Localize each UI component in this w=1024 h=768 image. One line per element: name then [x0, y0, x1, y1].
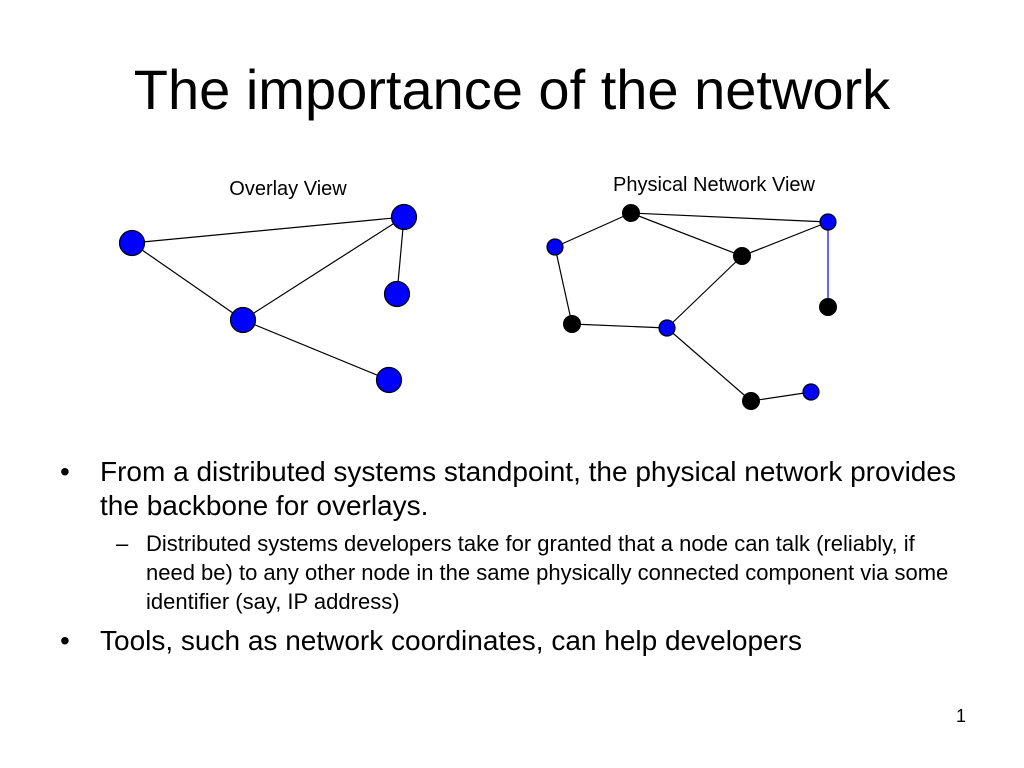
- physical-network-view-diagram: Physical Network View: [546, 174, 837, 410]
- physical-router-node: [742, 392, 760, 410]
- physical-peer-node: [802, 383, 820, 401]
- bullet-marker: •: [60, 456, 70, 487]
- sub-bullet-text: Distributed systems developers take for …: [146, 531, 949, 614]
- physical-edge: [666, 255, 743, 329]
- overlay-node: [383, 280, 411, 308]
- bullet-item: • From a distributed systems standpoint,…: [60, 455, 980, 616]
- physical-edge: [666, 327, 752, 402]
- physical-edge: [750, 391, 812, 402]
- bullet-text: Tools, such as network coordinates, can …: [100, 625, 802, 656]
- overlay-edge: [242, 216, 405, 321]
- network-diagrams: Overlay View Physical Network View: [118, 174, 837, 410]
- sub-bullet-list: – Distributed systems developers take fo…: [100, 529, 980, 616]
- overlay-node: [375, 366, 403, 394]
- physical-router-node: [819, 298, 837, 316]
- physical-peer-node: [819, 213, 837, 231]
- overlay-node: [390, 203, 418, 231]
- physical-edge: [741, 221, 829, 257]
- bullet-list: • From a distributed systems standpoint,…: [60, 455, 980, 664]
- overlay-edge: [242, 319, 390, 381]
- physical-edge: [630, 212, 743, 257]
- physical-router-node: [733, 247, 751, 265]
- slide-title: The importance of the network: [133, 58, 891, 121]
- overlay-edge: [131, 242, 244, 321]
- physical-router-node: [563, 315, 581, 333]
- sub-bullet-marker: –: [116, 531, 129, 556]
- physical-peer-node: [546, 238, 564, 256]
- physical-edge: [554, 246, 573, 325]
- bullet-item: • Tools, such as network coordinates, ca…: [60, 624, 980, 658]
- overlay-edge: [131, 216, 405, 244]
- bullet-marker: •: [60, 625, 70, 656]
- physical-edge: [554, 212, 632, 248]
- overlay-view-caption: Overlay View: [229, 178, 347, 200]
- physical-peer-node: [658, 319, 676, 337]
- bullet-text: From a distributed systems standpoint, t…: [100, 456, 956, 521]
- overlay-node: [118, 229, 146, 257]
- overlay-node: [229, 306, 257, 334]
- physical-network-view-caption: Physical Network View: [613, 174, 815, 196]
- sub-bullet-item: – Distributed systems developers take fo…: [100, 529, 966, 616]
- physical-router-node: [622, 204, 640, 222]
- slide-number: 1: [955, 706, 966, 726]
- physical-edge: [571, 323, 668, 329]
- physical-edge: [630, 212, 829, 223]
- overlay-view-diagram: Overlay View: [118, 178, 418, 394]
